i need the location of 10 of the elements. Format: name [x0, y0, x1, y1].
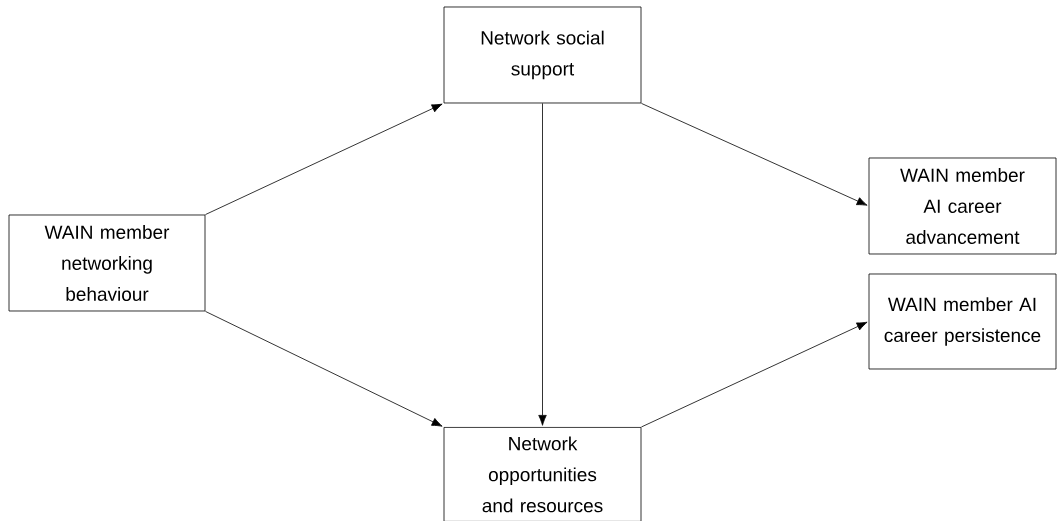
- arrow: [205, 311, 443, 427]
- arrow: [641, 321, 868, 428]
- process-box: WAIN member networking behaviour: [8, 214, 206, 312]
- arrow: [641, 103, 868, 206]
- process-box: WAIN member AI career advancement: [868, 157, 1057, 255]
- arrow: [538, 103, 547, 426]
- arrow: [205, 103, 443, 215]
- process-box: Network opportunities and resources: [443, 427, 642, 521]
- process-box: Network social support: [443, 6, 642, 104]
- process-box: WAIN member AI career persistence: [868, 273, 1057, 370]
